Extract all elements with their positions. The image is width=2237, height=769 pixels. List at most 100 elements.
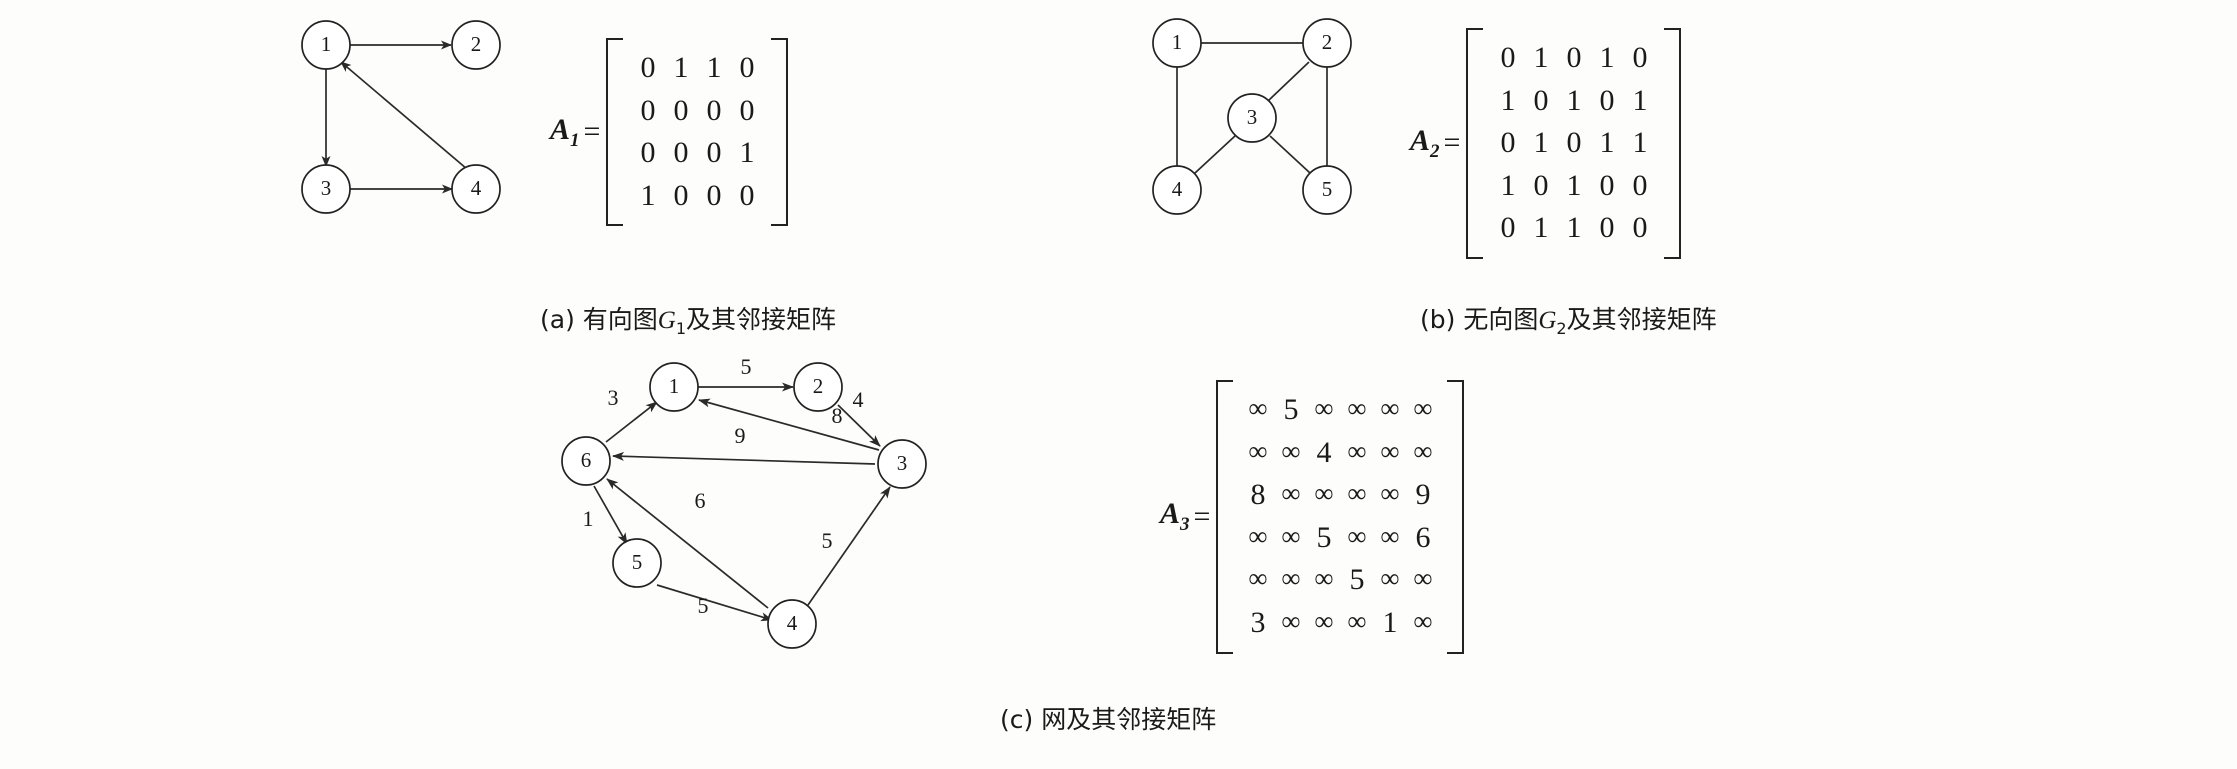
node-5-label: 5 bbox=[1322, 177, 1333, 201]
matrix-a2-name: A2 bbox=[1410, 123, 1440, 162]
matrix-cell: 0 bbox=[706, 93, 722, 127]
matrix-cell: ∞ bbox=[1281, 520, 1301, 551]
matrix-cell: ∞ bbox=[1314, 393, 1334, 423]
node-5[interactable]: 5 bbox=[612, 538, 662, 588]
edge-weight-1-2: 5 bbox=[741, 354, 752, 379]
node-4-label: 4 bbox=[1172, 177, 1183, 201]
matrix-cell: ∞ bbox=[1380, 563, 1400, 594]
node-1[interactable]: 1 bbox=[1152, 18, 1202, 68]
matrix-a1-right-bracket bbox=[771, 38, 789, 227]
caption-panel-a: (a) 有向图G1及其邻接矩阵 bbox=[540, 300, 836, 338]
matrix-cell: ∞ bbox=[1347, 605, 1367, 636]
matrix-cell: ∞ bbox=[1413, 435, 1433, 466]
caption-a-suffix: 及其邻接矩阵 bbox=[686, 305, 837, 334]
matrix-cell: ∞ bbox=[1314, 605, 1334, 636]
caption-c-text: 网及其邻接矩阵 bbox=[1041, 705, 1217, 734]
matrix-cell: 0 bbox=[706, 178, 722, 212]
matrix-cell: ∞ bbox=[1314, 563, 1334, 594]
node-1-label: 1 bbox=[1172, 30, 1183, 54]
matrix-cell: 1 bbox=[1632, 126, 1648, 160]
matrix-cell: 0 bbox=[640, 93, 656, 127]
matrix-cell: 1 bbox=[640, 178, 656, 212]
matrix-cell: 1 bbox=[706, 51, 722, 84]
caption-a-text: 有向图 bbox=[582, 305, 658, 334]
matrix-a1-name: A1 bbox=[550, 112, 580, 151]
matrix-cell: ∞ bbox=[1380, 478, 1400, 509]
node-4[interactable]: 4 bbox=[451, 164, 501, 214]
matrix-cell: 0 bbox=[739, 51, 755, 84]
edge-6-to-5 bbox=[593, 485, 628, 545]
node-2[interactable]: 2 bbox=[451, 20, 501, 70]
matrix-cell: 1 bbox=[1533, 41, 1549, 74]
matrix-a1-grid: 0 1 1 0 0 0 0 0 0 0 0 1 1 0 0 0 bbox=[623, 38, 771, 226]
matrix-cell: ∞ bbox=[1347, 520, 1367, 551]
node-2[interactable]: 2 bbox=[1302, 18, 1352, 68]
matrix-cell: 0 bbox=[739, 93, 755, 127]
matrix-cell: 0 bbox=[640, 136, 656, 170]
matrix-cell: 0 bbox=[1500, 41, 1516, 74]
matrix-cell: 0 bbox=[1599, 83, 1615, 117]
caption-a-prefix: (a) bbox=[540, 305, 575, 334]
matrix-cell: 1 bbox=[739, 136, 755, 170]
node-1-label: 1 bbox=[321, 32, 332, 56]
matrix-cell: 1 bbox=[1533, 126, 1549, 160]
node-2[interactable]: 2 bbox=[793, 362, 843, 412]
node-5[interactable]: 5 bbox=[1302, 165, 1352, 215]
edge-weight-3-6: 9 bbox=[735, 423, 746, 448]
edge-6-to-1 bbox=[605, 401, 658, 443]
node-3[interactable]: 3 bbox=[1227, 93, 1277, 143]
matrix-a3: A3 = ∞ 5 ∞ ∞ ∞ ∞ ∞ ∞ 4 ∞ ∞ ∞ 8 ∞ ∞ ∞ ∞ bbox=[1160, 380, 1465, 654]
node-2-label: 2 bbox=[471, 32, 482, 56]
caption-b-text: 无向图 bbox=[1463, 305, 1539, 334]
caption-b-prefix: (b) bbox=[1420, 305, 1456, 334]
matrix-cell: 0 bbox=[673, 178, 689, 212]
edge-4-to-6 bbox=[606, 478, 769, 609]
matrix-cell: 9 bbox=[1415, 478, 1431, 512]
caption-a-symbol: G bbox=[657, 307, 676, 334]
matrix-cell: 0 bbox=[1500, 211, 1516, 245]
matrix-cell: ∞ bbox=[1347, 393, 1367, 423]
matrix-cell: 1 bbox=[1566, 83, 1582, 117]
matrix-cell: 1 bbox=[1500, 83, 1516, 117]
edge-weight-6-5: 1 bbox=[583, 506, 594, 531]
matrix-cell: ∞ bbox=[1248, 393, 1268, 423]
node-4[interactable]: 4 bbox=[1152, 165, 1202, 215]
caption-a-subscript: 1 bbox=[675, 319, 687, 338]
node-3-label: 3 bbox=[1247, 105, 1258, 129]
matrix-cell: ∞ bbox=[1248, 520, 1268, 551]
edge-weight-5-4: 5 bbox=[698, 593, 709, 618]
node-3[interactable]: 3 bbox=[877, 439, 927, 489]
matrix-cell: 1 bbox=[1500, 168, 1516, 202]
matrix-cell: 4 bbox=[1316, 435, 1332, 469]
edge-2-3 bbox=[1267, 61, 1310, 102]
matrix-cell: 0 bbox=[706, 136, 722, 170]
caption-c-prefix: (c) bbox=[1000, 705, 1034, 734]
edge-4-to-3 bbox=[807, 486, 891, 606]
matrix-cell: 0 bbox=[673, 136, 689, 170]
node-3[interactable]: 3 bbox=[301, 164, 351, 214]
matrix-a2-grid: 0 1 0 1 0 1 0 1 0 1 0 1 0 1 1 1 0 1 0 0 bbox=[1483, 28, 1664, 259]
node-1[interactable]: 1 bbox=[649, 362, 699, 412]
node-4[interactable]: 4 bbox=[767, 599, 817, 649]
node-1-label: 1 bbox=[669, 374, 680, 398]
matrix-a2-left-bracket bbox=[1466, 28, 1484, 259]
matrix-cell: ∞ bbox=[1248, 435, 1268, 466]
node-3-label: 3 bbox=[321, 176, 332, 200]
node-1[interactable]: 1 bbox=[301, 20, 351, 70]
node-2-label: 2 bbox=[813, 374, 824, 398]
matrix-cell: 5 bbox=[1316, 520, 1332, 554]
matrix-cell: ∞ bbox=[1380, 435, 1400, 466]
graph-g2-drawing: 1 2 3 4 5 bbox=[1152, 18, 1352, 215]
matrix-cell: 0 bbox=[1566, 126, 1582, 160]
matrix-a3-name: A3 bbox=[1160, 497, 1190, 536]
matrix-cell: 1 bbox=[1382, 605, 1398, 639]
matrix-a1-left-bracket bbox=[606, 38, 624, 227]
matrix-a3-equals: = bbox=[1193, 499, 1211, 533]
edge-weight-2-3: 4 bbox=[853, 387, 864, 412]
node-4-label: 4 bbox=[787, 611, 798, 635]
node-2-label: 2 bbox=[1322, 30, 1333, 54]
edge-weight-3-1: 8 bbox=[832, 403, 843, 428]
node-6[interactable]: 6 bbox=[561, 436, 611, 486]
node-4-label: 4 bbox=[471, 176, 482, 200]
